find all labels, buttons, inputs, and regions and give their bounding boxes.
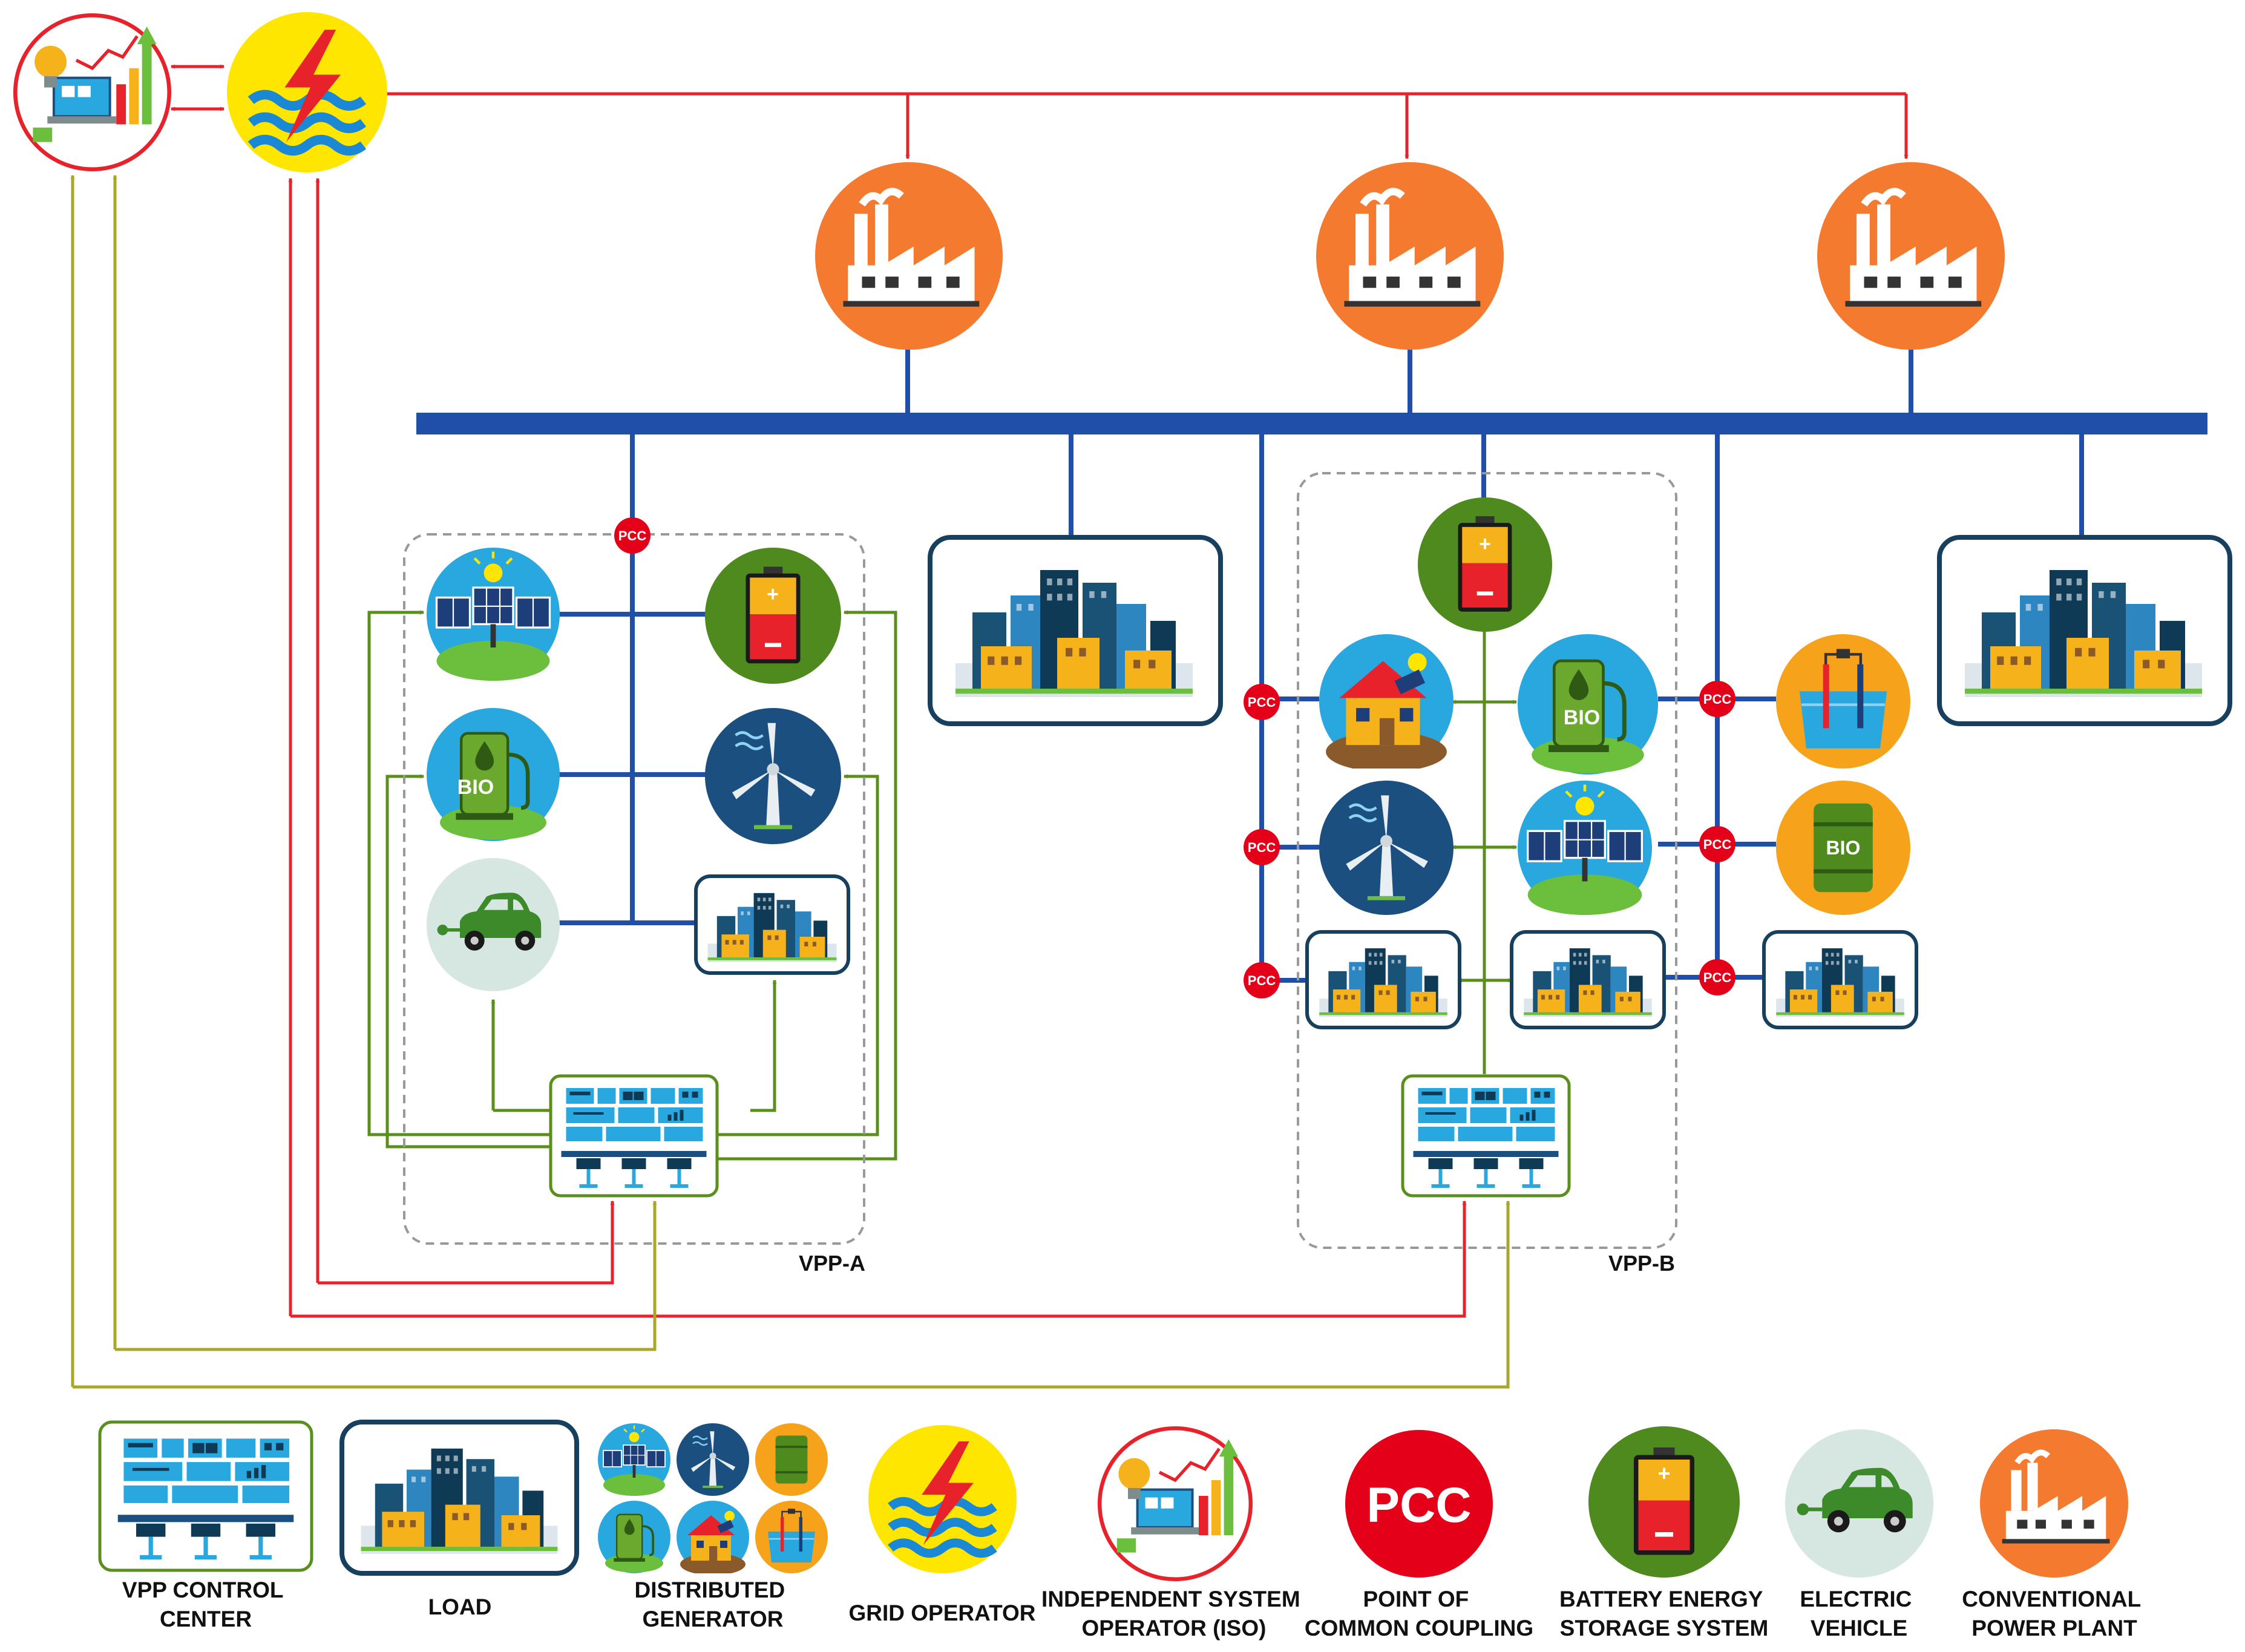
svg-text:PCC: PCC bbox=[1248, 695, 1276, 710]
solar-panel-icon bbox=[427, 548, 560, 681]
legend-ev: ELECTRIC VEHICLE bbox=[1800, 1587, 1918, 1641]
pcc-node bbox=[1345, 1430, 1493, 1578]
house-solar-icon bbox=[677, 1501, 749, 1573]
vpp-b-control-lines bbox=[1451, 627, 1518, 1074]
legend-vpp-control-center: VPP CONTROL CENTER bbox=[122, 1578, 289, 1631]
bio-barrel-icon bbox=[755, 1423, 828, 1496]
pcc-node: PCC bbox=[1699, 959, 1735, 995]
iso-to-vpp-lines bbox=[70, 174, 1510, 1389]
pcc-node: PCC bbox=[1244, 962, 1280, 998]
bio-pump-icon bbox=[427, 708, 560, 841]
battery-icon bbox=[1588, 1426, 1740, 1578]
factory-icon bbox=[815, 162, 1003, 350]
electrolyser-icon bbox=[1776, 634, 1910, 769]
legend-grid-operator: GRID OPERATOR bbox=[848, 1601, 1035, 1625]
iso-icon bbox=[15, 15, 169, 169]
load-node bbox=[1305, 930, 1461, 1029]
legend-conventional-power-plant: CONVENTIONAL POWER PLANT bbox=[1962, 1587, 2147, 1641]
pcc-badge-legend: PCC bbox=[1366, 1478, 1471, 1533]
house-solar-icon bbox=[1319, 634, 1454, 769]
factory-icon bbox=[1817, 162, 2005, 350]
iso-icon bbox=[1100, 1428, 1251, 1579]
load-node bbox=[928, 535, 1223, 726]
battery-plus: + bbox=[1479, 533, 1491, 556]
vpp-b-boundary bbox=[1297, 472, 1677, 1249]
electrolyser-icon bbox=[755, 1501, 828, 1573]
grid-operator-icon bbox=[227, 12, 387, 172]
pcc-node: PCC bbox=[1244, 684, 1280, 720]
vpp-control-center bbox=[1401, 1074, 1571, 1198]
load-node bbox=[1937, 535, 2232, 726]
factory-icon bbox=[1980, 1429, 2128, 1578]
solar-panel-icon bbox=[1518, 781, 1652, 915]
wind-turbine-icon bbox=[705, 708, 841, 844]
battery-plus: + bbox=[767, 583, 779, 606]
electric-car-icon bbox=[1785, 1429, 1933, 1578]
pcc-node: PCC bbox=[1699, 681, 1735, 717]
svg-text:PCC: PCC bbox=[1248, 840, 1276, 855]
factory-icon bbox=[1316, 162, 1504, 350]
bio-pump-icon bbox=[598, 1501, 670, 1573]
electric-car-icon bbox=[427, 858, 560, 991]
grid-operator-to-vpp-lines bbox=[288, 177, 1467, 1318]
battery-icon bbox=[705, 548, 841, 684]
legend-distributed-generator: DISTRIBUTED GENERATOR bbox=[634, 1578, 791, 1631]
vpp-b-label: VPP-B bbox=[1608, 1251, 1675, 1276]
bio-label: BIO bbox=[457, 776, 494, 799]
pcc-node: PCC bbox=[1244, 829, 1280, 865]
solar-panel-icon bbox=[598, 1423, 670, 1496]
svg-text:PCC: PCC bbox=[618, 528, 647, 543]
legend-bess: BATTERY ENERGY STORAGE SYSTEM bbox=[1559, 1587, 1769, 1641]
battery-icon bbox=[1418, 497, 1552, 632]
svg-text:PCC: PCC bbox=[1703, 970, 1732, 985]
svg-text:PCC: PCC bbox=[1703, 837, 1732, 852]
load-node bbox=[694, 874, 850, 975]
load-node bbox=[1510, 930, 1666, 1029]
pcc-node: PCC bbox=[1699, 826, 1735, 862]
grid-to-plants-lines bbox=[170, 64, 1909, 160]
wind-turbine-icon bbox=[677, 1423, 749, 1496]
wind-turbine-icon bbox=[1319, 781, 1454, 915]
bio-label: BIO bbox=[1826, 837, 1861, 859]
vpp-control-center bbox=[549, 1074, 719, 1198]
grid-operator-icon bbox=[868, 1425, 1017, 1573]
battery-plus: + bbox=[1657, 1461, 1670, 1486]
legend-iso: INDEPENDENT SYSTEM OPERATOR (ISO) bbox=[1041, 1587, 1306, 1641]
legend-pcc: POINT OF COMMON COUPLING bbox=[1305, 1587, 1533, 1641]
legend: VPP CONTROL CENTER LOAD DISTRIBUTED GENE… bbox=[98, 1420, 2147, 1641]
bio-pump-icon bbox=[1518, 634, 1658, 775]
pcc-node: PCC bbox=[614, 517, 651, 554]
svg-text:PCC: PCC bbox=[1703, 692, 1732, 707]
load-node bbox=[1762, 930, 1918, 1029]
legend-load: LOAD bbox=[428, 1595, 492, 1619]
svg-text:PCC: PCC bbox=[1248, 973, 1276, 988]
vpp-a-label: VPP-A bbox=[799, 1251, 865, 1276]
bio-label: BIO bbox=[1564, 706, 1600, 729]
